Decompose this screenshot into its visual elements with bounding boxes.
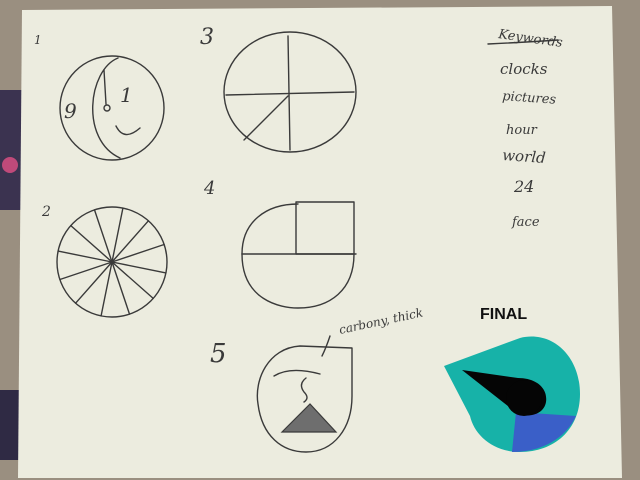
clock-inner-arc	[92, 57, 121, 159]
circle-upper-left-arc	[241, 203, 299, 255]
teardrop-brow	[273, 369, 321, 377]
clock-center	[103, 104, 111, 112]
segment-spoke	[70, 224, 113, 263]
sketch-4-circle-square: 4	[203, 178, 357, 309]
sketch-number-5: 5	[210, 339, 227, 369]
segment-spoke	[111, 261, 131, 315]
segmented-circle-outline	[56, 206, 168, 318]
segment-spoke	[111, 207, 124, 263]
sketch-number-1: 1	[34, 33, 42, 47]
segment-spoke	[111, 243, 165, 263]
keyword-item: world	[502, 146, 547, 167]
teardrop-outline	[256, 345, 353, 453]
sketch-1-clock: 1 9 1	[34, 33, 165, 161]
segment-spoke	[57, 250, 113, 263]
keyword-item: 24	[513, 177, 534, 196]
clock-hand	[103, 69, 107, 105]
sketch-2-segmented-circle: 2	[41, 204, 168, 318]
segment-spoke	[59, 261, 113, 281]
segment-spoke	[111, 220, 150, 263]
sketch-number-3: 3	[200, 25, 214, 50]
final-label: FINAL	[480, 306, 528, 323]
sketch-3-quartered-circle: 3	[200, 25, 357, 153]
logo-black-circle	[506, 380, 542, 416]
segment-spoke	[111, 261, 154, 300]
annotation-arrow	[321, 335, 331, 357]
poster-detail	[2, 157, 18, 173]
segment-spoke	[111, 261, 167, 274]
diagonal-divider	[243, 95, 289, 141]
keyword-item: pictures	[502, 89, 557, 108]
clock-digit-one: 1	[120, 83, 133, 107]
final-logo	[444, 336, 580, 452]
segment-spoke	[100, 261, 113, 317]
keyword-item: clocks	[500, 60, 548, 78]
teardrop-eye	[300, 377, 308, 403]
segment-spoke	[74, 261, 113, 304]
horizontal-divider	[225, 91, 355, 96]
keyword-item: face	[511, 215, 540, 230]
quartered-circle-outline	[223, 31, 357, 153]
circle-lower-arc	[241, 253, 355, 309]
segment-spoke	[93, 209, 113, 263]
keywords-underline	[487, 39, 559, 45]
sketch-number-4: 4	[203, 178, 215, 199]
clock-digit-nine: 9	[64, 99, 77, 123]
sketch-number-2: 2	[41, 204, 51, 220]
segment-spokes	[57, 207, 167, 317]
teardrop-mouth-shading	[280, 403, 338, 433]
keyword-item: hour	[506, 123, 538, 138]
clock-outer-circle	[59, 55, 165, 161]
clock-smile	[115, 125, 141, 136]
logo-blue-segment	[512, 412, 576, 452]
left-poster-scrap	[0, 90, 24, 210]
